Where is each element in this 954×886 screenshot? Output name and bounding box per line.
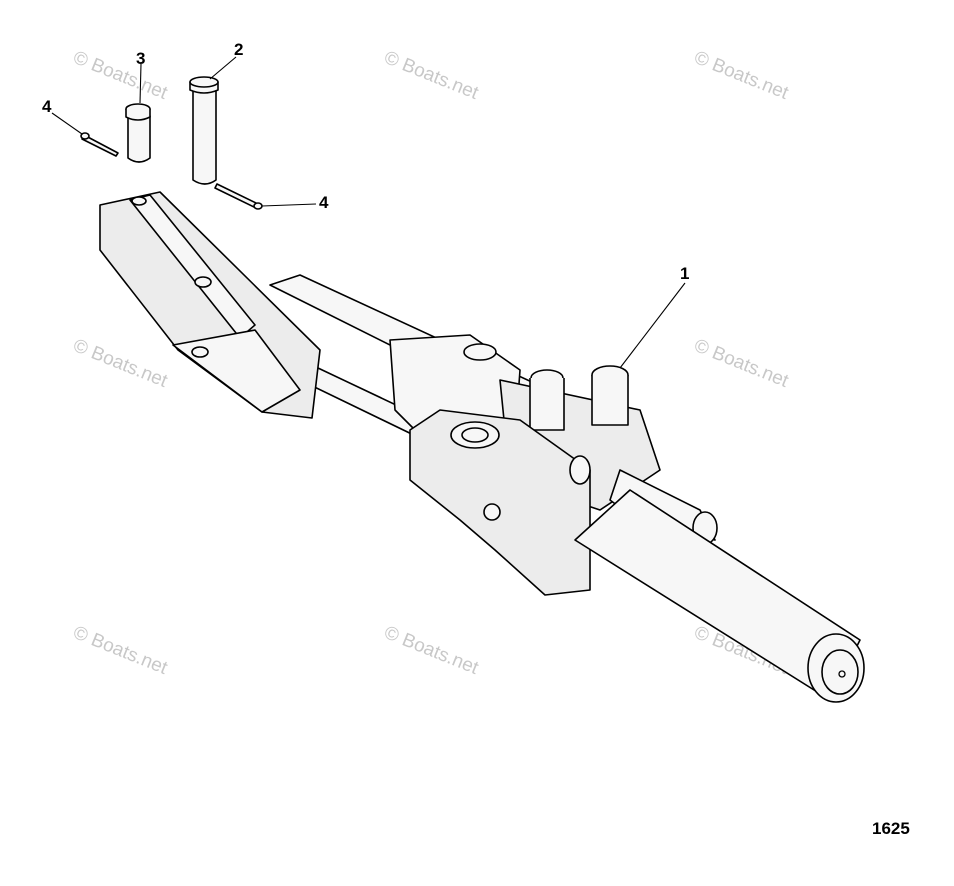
cotter-pin-right[interactable] <box>214 183 263 210</box>
watermark: © Boats.net <box>691 47 792 104</box>
leader-part-3 <box>139 63 142 104</box>
callout-labels: 1 2 3 4 4 <box>42 40 689 283</box>
callout-2[interactable]: 2 <box>234 40 243 59</box>
leader-part-4-right <box>261 203 317 207</box>
watermark: © Boats.net <box>70 47 171 104</box>
clevis-pin-short[interactable] <box>125 103 151 163</box>
callout-1[interactable]: 1 <box>680 264 689 283</box>
watermark: © Boats.net <box>381 47 482 104</box>
steering-cylinder-assembly[interactable] <box>99 191 865 703</box>
watermark: © Boats.net <box>691 335 792 392</box>
cotter-pin-left[interactable] <box>80 132 119 157</box>
callout-4-left[interactable]: 4 <box>42 97 52 116</box>
watermark: © Boats.net <box>70 335 171 392</box>
leader-lines <box>51 56 686 369</box>
callout-3[interactable]: 3 <box>136 49 145 68</box>
watermark: © Boats.net <box>381 622 482 679</box>
figure-number: 1625 <box>872 819 910 838</box>
watermark: © Boats.net <box>70 622 171 679</box>
clevis-pin-long[interactable] <box>189 76 219 185</box>
leader-part-4-left <box>51 112 83 135</box>
leader-part-1 <box>619 282 686 369</box>
callout-4-right[interactable]: 4 <box>319 193 329 212</box>
leader-part-2 <box>209 56 237 80</box>
